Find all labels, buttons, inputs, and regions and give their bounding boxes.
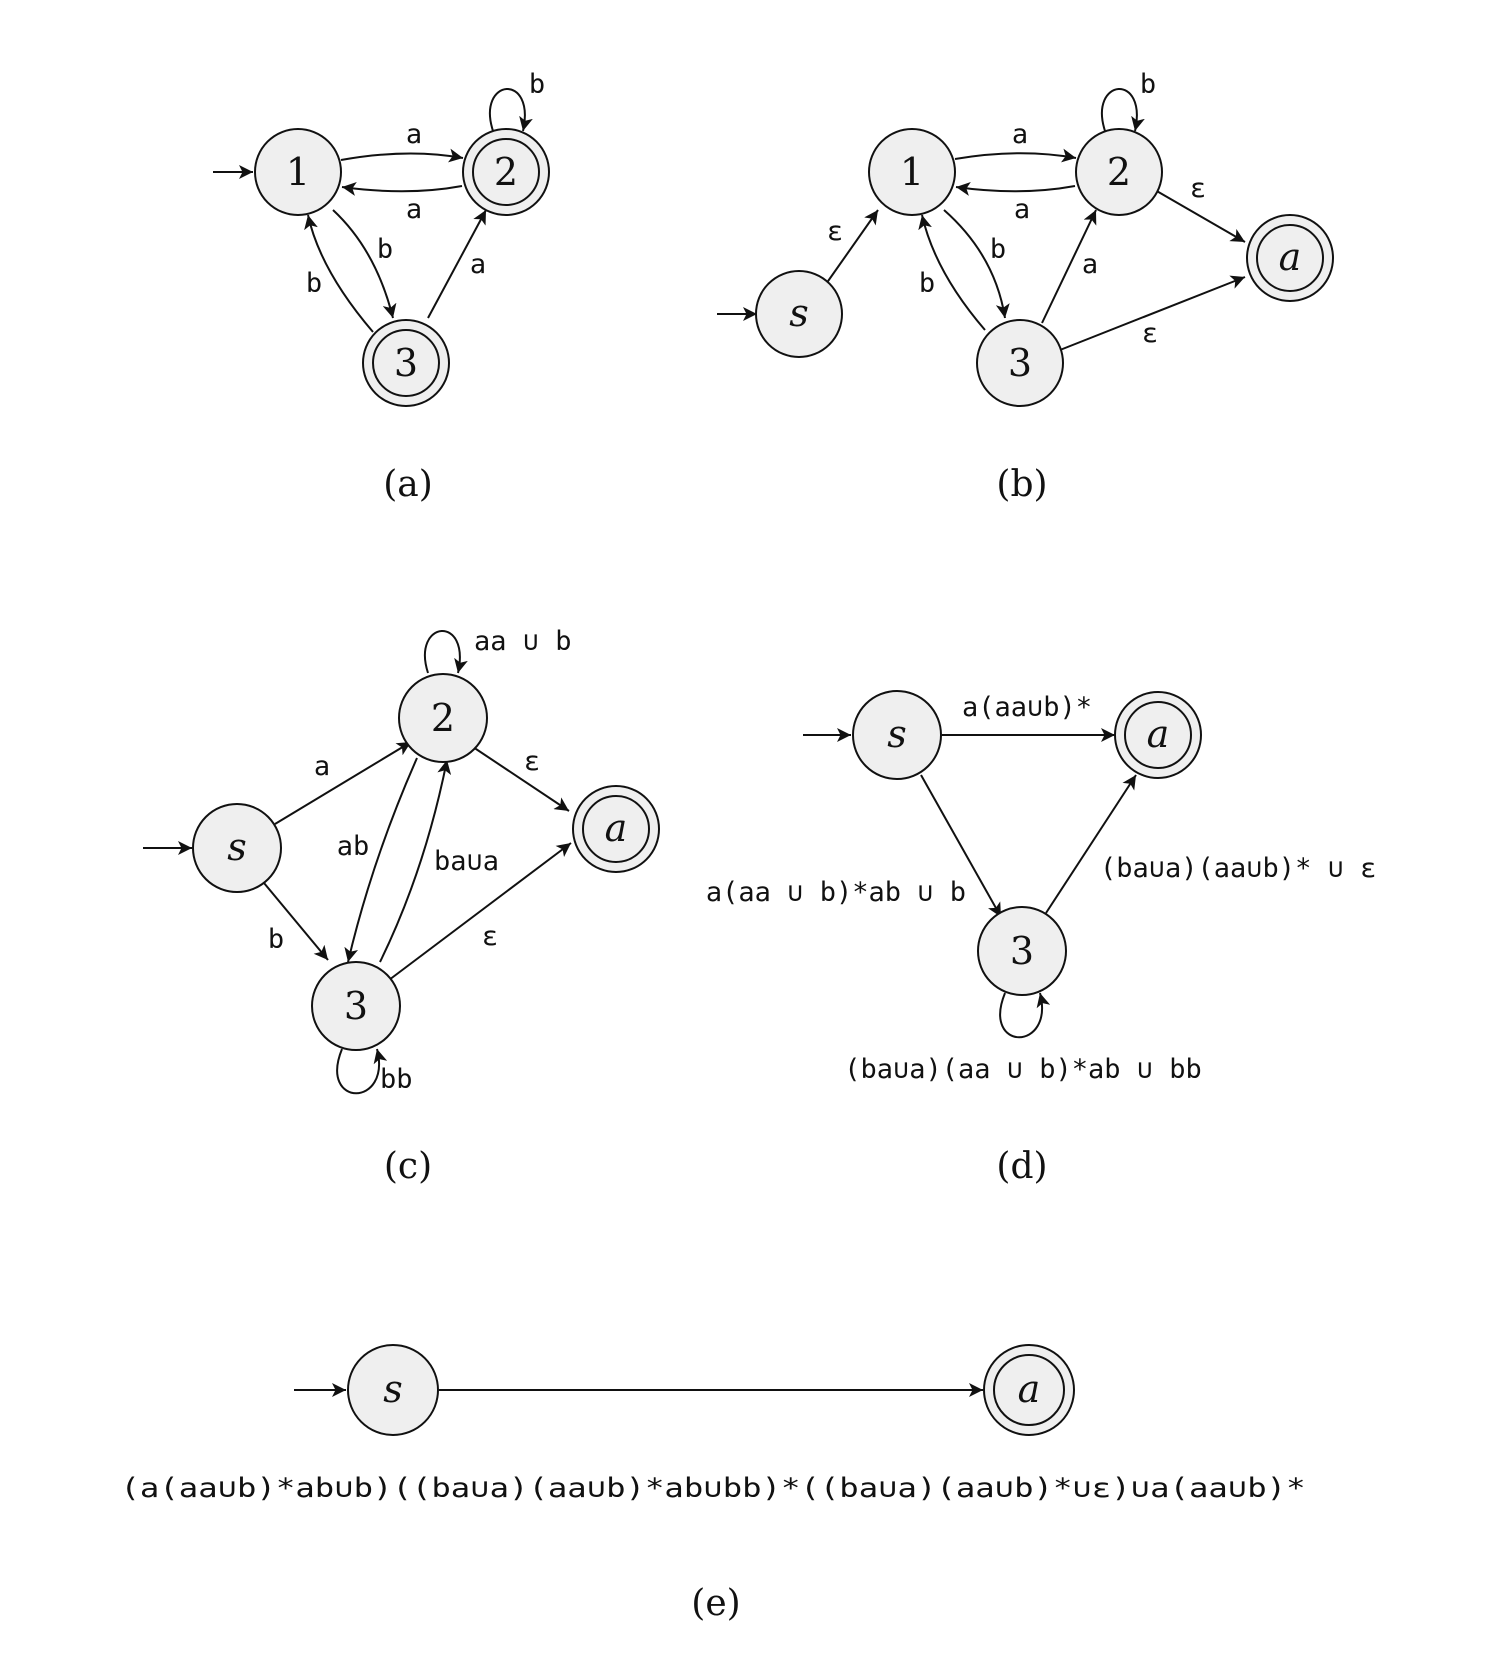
- edge-label-3-3: (ba∪a)(aa ∪ b)*ab ∪ bb: [844, 1054, 1202, 1085]
- svg-text:2: 2: [431, 696, 455, 740]
- edge-label-3-a: ε: [1142, 318, 1158, 349]
- caption-e: (e): [691, 1583, 740, 1624]
- edge-1-3: [943, 209, 1010, 319]
- state-s: s: [347, 1344, 439, 1436]
- edge-label-3-a: (ba∪a)(aa∪b)* ∪ ε: [1100, 853, 1376, 884]
- edge-label-1-3: b: [990, 234, 1006, 265]
- edge-1-3: [332, 209, 397, 319]
- edge-3-1: [918, 214, 986, 331]
- svg-text:a: a: [1018, 1367, 1041, 1411]
- svg-text:2: 2: [494, 150, 518, 194]
- state-2: 2: [1075, 128, 1163, 216]
- svg-text:s: s: [887, 712, 907, 756]
- edge-label-3-2: ba∪a: [434, 846, 499, 877]
- edge-label-2-1: a: [406, 194, 422, 225]
- edge-2-2-loop: [1100, 88, 1145, 132]
- edge-label-1-2: a: [1012, 119, 1028, 150]
- caption-b: (b): [996, 464, 1047, 505]
- edge-label-s-1: ε: [827, 216, 843, 247]
- edge-label-2-2: aa ∪ b: [474, 626, 572, 657]
- edge-label-s-3: b: [268, 924, 284, 955]
- edge-label-3-2: a: [1082, 249, 1098, 280]
- state-a-accepting: a: [1246, 214, 1334, 302]
- svg-text:a: a: [605, 806, 628, 850]
- state-2-accepting: 2: [462, 128, 550, 216]
- state-3: 3: [311, 961, 401, 1051]
- edge-3-a: [1059, 275, 1246, 351]
- edge-3-a: [388, 842, 572, 981]
- state-a-accepting: a: [983, 1344, 1075, 1436]
- edge-label-1-2: a: [406, 119, 422, 150]
- svg-text:1: 1: [286, 150, 310, 194]
- edge-label-2-1: a: [1014, 194, 1030, 225]
- edge-label-2-3: ab: [337, 831, 370, 862]
- edge-label-s-3: a(aa ∪ b)*ab ∪ b: [706, 877, 966, 908]
- edge-3-1: [304, 214, 374, 333]
- edge-1-2: [954, 148, 1077, 163]
- svg-text:a: a: [1147, 712, 1170, 756]
- svg-text:a: a: [1279, 235, 1302, 279]
- edge-label-s-a: a(aa∪b)*: [962, 692, 1092, 723]
- edge-3-2: [379, 759, 452, 963]
- edge-s-3: [920, 774, 1002, 918]
- edge-3-a: [1045, 774, 1137, 914]
- caption-c: (c): [384, 1146, 432, 1187]
- edge-2-3: [344, 757, 418, 963]
- edge-label-2-a: ε: [1190, 173, 1206, 204]
- svg-text:s: s: [789, 291, 809, 335]
- edge-label-3-2: a: [470, 249, 486, 280]
- caption-d: (d): [996, 1146, 1047, 1187]
- edge-3-2: [1041, 209, 1097, 324]
- state-1: 1: [254, 128, 342, 216]
- edge-3-3-loop: [336, 1048, 388, 1095]
- edge-s-1: [825, 209, 879, 285]
- panel-a: a a b b b a 1 2 3 (a): [213, 69, 550, 505]
- state-2: 2: [398, 673, 488, 763]
- panel-d: a(aa∪b)* a(aa ∪ b)*ab ∪ b (ba∪a)(aa∪b)* …: [706, 690, 1376, 1187]
- svg-text:s: s: [227, 825, 247, 869]
- edge-s-3: [263, 882, 329, 961]
- state-a-accepting: a: [1114, 691, 1202, 779]
- svg-text:3: 3: [394, 341, 418, 385]
- edge-label-2-a: ε: [524, 746, 540, 777]
- edge-1-2: [340, 148, 464, 163]
- edge-2-2-loop: [423, 630, 468, 674]
- svg-text:1: 1: [900, 150, 924, 194]
- edge-label-3-1: b: [919, 268, 935, 299]
- svg-text:2: 2: [1107, 150, 1131, 194]
- svg-text:3: 3: [344, 984, 368, 1028]
- edge-2-2-loop: [488, 88, 533, 132]
- edge-2-a: [1154, 189, 1246, 243]
- edge-label-s-a: (a(aa∪b)*ab∪b)((ba∪a)(aa∪b)*ab∪bb)*((ba∪…: [121, 1473, 1306, 1504]
- svg-text:3: 3: [1010, 929, 1034, 973]
- edge-2-1: [341, 181, 463, 196]
- panel-e: s a (a(aa∪b)*ab∪b)((ba∪a)(aa∪b)*ab∪bb)*(…: [121, 1344, 1306, 1624]
- edge-s-2: [274, 741, 412, 825]
- state-3: 3: [977, 906, 1067, 996]
- edge-3-3-loop: [999, 992, 1051, 1039]
- edge-label-3-a: ε: [482, 921, 498, 952]
- state-3: 3: [976, 319, 1064, 407]
- svg-text:3: 3: [1008, 341, 1032, 385]
- state-a-accepting: a: [572, 785, 660, 873]
- state-s: s: [755, 270, 843, 358]
- state-s: s: [192, 803, 282, 893]
- edge-label-3-1: b: [306, 268, 322, 299]
- edge-label-3-3: bb: [380, 1064, 413, 1095]
- edge-label-2-2: b: [1140, 69, 1156, 100]
- panel-b: ε a a b b b a ε ε s 1 2 3 a (b): [717, 69, 1334, 505]
- edge-label-s-2: a: [314, 751, 330, 782]
- state-1: 1: [868, 128, 956, 216]
- edge-2-1: [955, 182, 1076, 196]
- edge-2-a: [472, 746, 570, 812]
- edge-3-2: [427, 209, 487, 319]
- edge-label-1-3: b: [377, 234, 393, 265]
- state-s: s: [852, 690, 942, 780]
- caption-a: (a): [383, 464, 433, 505]
- state-3-accepting: 3: [362, 319, 450, 407]
- panel-c: a b aa ∪ b ab ba∪a ε ε bb s 2 3 a (c): [143, 626, 660, 1187]
- edge-label-2-2: b: [529, 69, 545, 100]
- svg-text:s: s: [383, 1367, 403, 1411]
